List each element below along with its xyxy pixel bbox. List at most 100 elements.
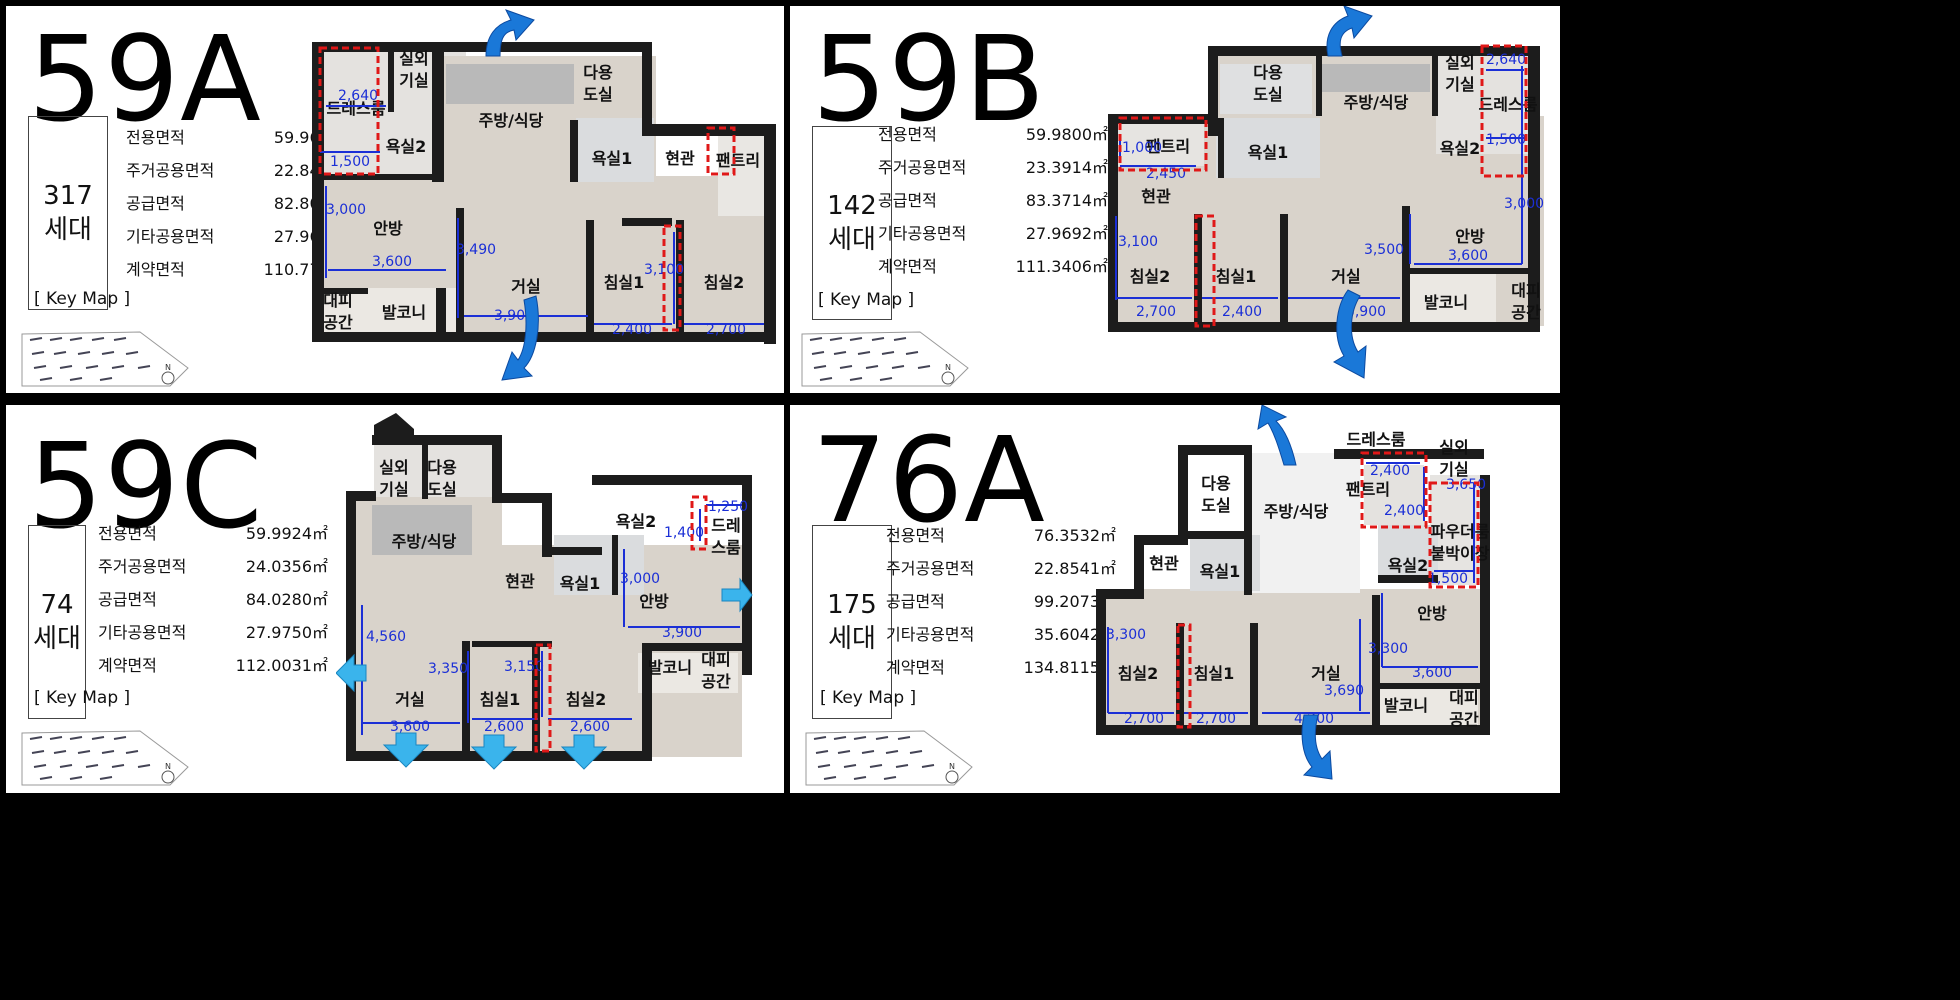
room-label: 침실1 <box>1194 664 1235 683</box>
room-label: 파우더룸 <box>1431 522 1490 541</box>
ventilation-arrow-icon <box>560 734 608 770</box>
dimension-label: 2,700 <box>1196 711 1236 727</box>
room-label: 도실 <box>583 85 612 104</box>
room-label: 실외 <box>1439 438 1468 457</box>
room-label: 침실2 <box>704 273 745 292</box>
dimension-label: 1,500 <box>1428 571 1468 587</box>
room-label: 침실1 <box>1216 267 1257 286</box>
dimension-label: 3,900 <box>662 625 702 641</box>
room-label: 욕실2 <box>616 512 657 531</box>
unit-title: 76A <box>812 411 1046 549</box>
keymap-label: [ Key Map ] <box>34 289 131 309</box>
dimension-label: 3,500 <box>1364 242 1404 258</box>
room-label: 대피 <box>1449 688 1478 707</box>
household-count: 74 <box>40 590 74 620</box>
room-label: 기실 <box>399 71 428 90</box>
dimension-label: 3,100 <box>1118 234 1158 250</box>
room-label: 주방/식당 <box>479 111 544 130</box>
dimension-label: 3,100 <box>644 262 684 278</box>
room-label: 욕실1 <box>560 574 601 593</box>
room-label: 현관 <box>1149 554 1179 573</box>
keymap-icon: N <box>801 331 969 387</box>
room-label: 욕실1 <box>1200 562 1241 581</box>
room-label: 다용 <box>1253 63 1283 82</box>
air-flow-arrow-icon <box>1332 289 1367 379</box>
room-label: 침실1 <box>604 273 645 292</box>
keymap-icon: N <box>21 331 189 387</box>
room-label: 실외 <box>399 49 428 68</box>
room-label: 팬트리 <box>1346 480 1390 499</box>
room-label: 도실 <box>1253 85 1282 104</box>
unit-title: 59A <box>28 10 262 148</box>
household-count: 142 <box>827 191 877 221</box>
room-label: 안방 <box>1417 604 1447 623</box>
dimension-label: 2,400 <box>1370 463 1410 479</box>
keymap-icon: N <box>805 730 973 786</box>
room-label: 공간 <box>701 672 731 691</box>
room-label: 안방 <box>639 592 669 611</box>
dimension-label: 3,490 <box>456 242 496 258</box>
air-flow-arrow-icon <box>485 9 535 57</box>
room-label: 다용 <box>427 458 457 477</box>
dimension-label: 1,500 <box>330 154 370 170</box>
dimension-label: 3,900 <box>494 308 534 324</box>
dimension-label: 2,450 <box>1146 166 1186 182</box>
ventilation-arrow-icon <box>382 732 430 768</box>
dimension-label: 1,250 <box>708 499 748 515</box>
room-label: 욕실2 <box>386 137 427 156</box>
room-label: 대피 <box>701 650 730 669</box>
room-label: 주방/식당 <box>1264 502 1329 521</box>
air-flow-arrow-icon <box>1257 405 1297 466</box>
dimension-label: 3,300 <box>1368 641 1408 657</box>
room-label: 스룸 <box>711 538 741 557</box>
room-label: 기실 <box>379 480 408 499</box>
dimension-label: 2,400 <box>1222 304 1262 320</box>
household-unit: 세대 <box>828 225 876 255</box>
ventilation-arrow-icon <box>336 653 367 693</box>
air-flow-arrow-icon <box>501 295 539 381</box>
household-count: 317 <box>43 181 93 211</box>
dimension-label: 2,600 <box>570 719 610 735</box>
dimension-label: 2,640 <box>338 88 378 104</box>
room-label: 드레스룸 <box>327 99 386 118</box>
dimension-label: 3,690 <box>1324 683 1364 699</box>
room-label: 도실 <box>1201 496 1230 515</box>
dimension-label: 1,000 <box>1122 140 1162 156</box>
floor-plan: 드레스룸 실외 기실 다용 도실 주방/식당 팬트리 파우더룸 붙박이장 현관 … <box>1096 405 1490 780</box>
room-label: 공간 <box>1449 710 1479 729</box>
room-label: 현관 <box>505 572 535 591</box>
room-label: 드레스룸 <box>1479 95 1538 114</box>
household-unit: 세대 <box>33 624 81 654</box>
room-label: 드레 <box>711 516 740 535</box>
room-label: 현관 <box>1141 187 1171 206</box>
room-label: 발코니 <box>1384 696 1428 715</box>
dimension-label: 3,650 <box>1446 477 1486 493</box>
room-label: 욕실2 <box>1440 139 1481 158</box>
dimension-label: 3,150 <box>504 659 544 675</box>
air-flow-arrow-icon <box>1301 714 1333 780</box>
dimension-label: 2,640 <box>1486 52 1526 68</box>
dimension-label: 3,900 <box>1346 304 1386 320</box>
dimension-label: 3,600 <box>1448 248 1488 264</box>
dimension-label: 2,700 <box>1136 304 1176 320</box>
unit-title: 59B <box>812 10 1047 148</box>
room-label: 붙박이장 <box>1431 544 1490 563</box>
dimension-label: 3,600 <box>390 719 430 735</box>
dimension-label: 3,000 <box>1504 196 1544 212</box>
household-unit: 세대 <box>44 215 92 245</box>
keymap-icon: N <box>21 730 189 786</box>
household-count: 175 <box>827 590 877 620</box>
svg-text:N: N <box>165 762 171 771</box>
room-label: 발코니 <box>1424 293 1468 312</box>
household-count-box: 142 세대 <box>812 126 892 320</box>
room-label: 기실 <box>1439 460 1468 479</box>
dimension-label: 3,350 <box>428 661 468 677</box>
room-label: 실외 <box>379 458 408 477</box>
room-label: 다용 <box>583 63 613 82</box>
room-label: 침실2 <box>1130 267 1171 286</box>
room-label: 욕실1 <box>1248 143 1289 162</box>
room-label: 욕실2 <box>1388 556 1429 575</box>
